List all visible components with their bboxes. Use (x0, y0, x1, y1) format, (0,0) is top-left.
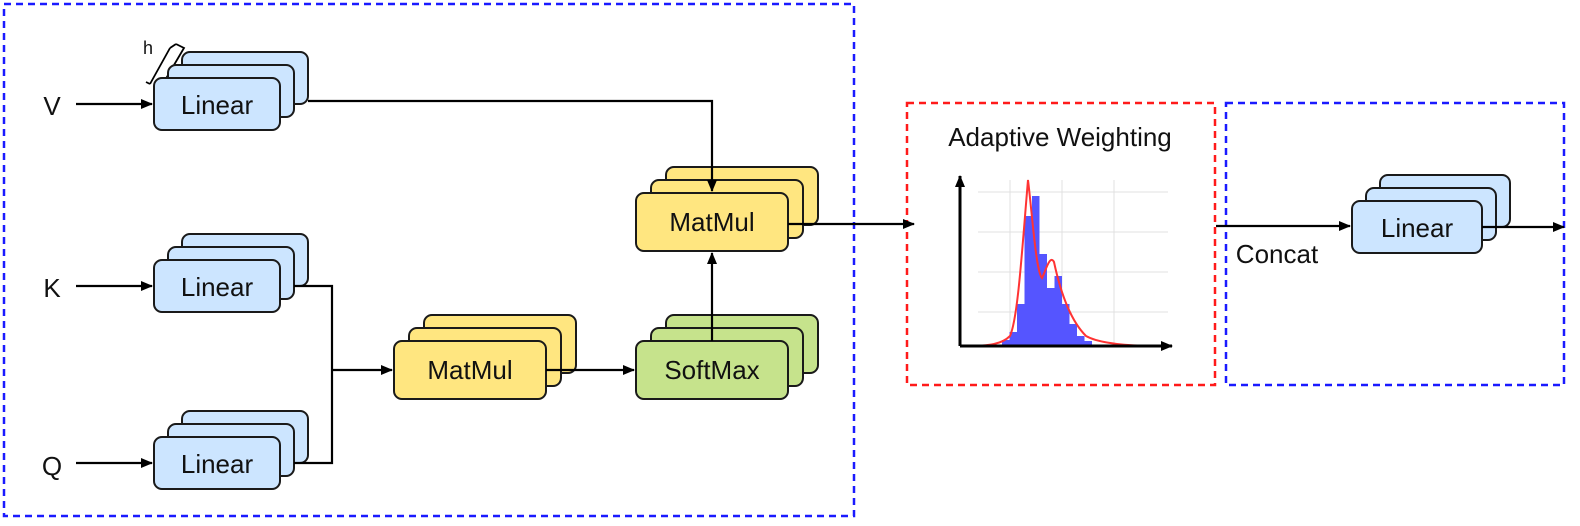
softmax-label: SoftMax (664, 355, 759, 385)
histogram-bar (1039, 254, 1047, 346)
output-projection-region (1224, 101, 1566, 387)
connector-linear-k-to-merge (294, 284, 334, 465)
head-count-label: h (143, 38, 153, 58)
linear-k-label: Linear (181, 272, 254, 302)
input-k-label: K (43, 273, 61, 303)
linear-v-block[interactable]: Linear (153, 51, 309, 131)
adaptive-weighting-title: Adaptive Weighting (948, 122, 1172, 152)
histogram-bar (1009, 332, 1017, 346)
linear-q-label: Linear (181, 449, 254, 479)
multihead-attention-region (2, 2, 856, 518)
linear-out-label: Linear (1381, 213, 1454, 243)
matmul-qk-label: MatMul (427, 355, 512, 385)
histogram-bar (1054, 276, 1062, 346)
matmul-v-block[interactable]: MatMul (635, 166, 819, 252)
input-q-label: Q (42, 451, 62, 481)
head-count-bracket (145, 43, 186, 85)
connector-linear-v-to-matmul (308, 99, 717, 192)
histogram-bar (1047, 288, 1055, 346)
linear-v-label: Linear (181, 90, 254, 120)
histogram-bar (1024, 216, 1032, 346)
histogram-bar (1002, 340, 1010, 346)
concat-label: Concat (1236, 239, 1319, 269)
histogram-bars (1002, 196, 1092, 346)
input-v-label: V (43, 91, 61, 121)
histogram-bar (1032, 196, 1040, 346)
linear-out-block[interactable]: Linear (1351, 174, 1511, 254)
histogram-bar (1077, 336, 1085, 346)
histogram-bar (1084, 341, 1092, 346)
histogram-bar (1069, 324, 1077, 346)
matmul-qk-block[interactable]: MatMul (393, 314, 577, 400)
density-curve (965, 179, 1161, 347)
adaptive-weighting-region (905, 101, 1217, 387)
linear-k-block[interactable]: Linear (153, 233, 309, 313)
histogram-grid (978, 180, 1168, 346)
matmul-v-label: MatMul (669, 207, 754, 237)
linear-q-block[interactable]: Linear (153, 410, 309, 490)
softmax-block[interactable]: SoftMax (635, 314, 819, 400)
histogram-bar (1062, 304, 1070, 346)
histogram-bar (1017, 304, 1025, 346)
